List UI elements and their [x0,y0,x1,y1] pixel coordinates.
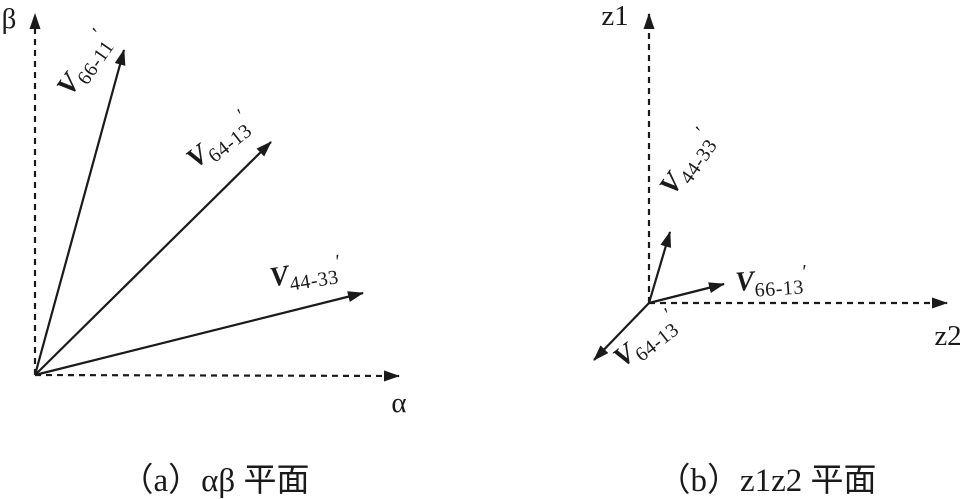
vector-b-64-13 [593,302,650,361]
z1-axis-label: z1 [601,0,628,32]
vector-label-a-66-11: V66-11′ [50,24,121,104]
vector-a-64-13 [34,141,272,376]
panel-z1-z2: z1 z2 V44-33′ V66-13′ V64-13′ （b）z1z2 平面 [593,0,962,499]
vector-label-b-64-13: V64-13′ [607,304,687,378]
vector-label-b-44-33: V44-33′ [653,123,725,203]
vector-a-44-33 [34,291,364,377]
alpha-axis-label: α [391,387,406,419]
vector-label-a-64-13: V64-13′ [180,105,260,179]
vector-label-b-66-13: V66-13′ [734,261,809,303]
z2-axis-label: z2 [934,320,961,352]
vector-b-44-33 [647,231,672,304]
caption-a: （a）αβ 平面 [121,463,310,499]
panel-alpha-beta: β α V66-11′ V64-13′ V44-33′ （a）αβ 平面 [2,3,407,499]
vector-label-a-44-33: V44-33′ [267,251,344,299]
vector-a-66-11 [33,49,126,376]
alpha-axis [34,370,400,382]
caption-b: （b）z1z2 平面 [657,463,876,499]
beta-axis-label: β [2,3,17,35]
vector-b-66-13 [648,282,725,305]
